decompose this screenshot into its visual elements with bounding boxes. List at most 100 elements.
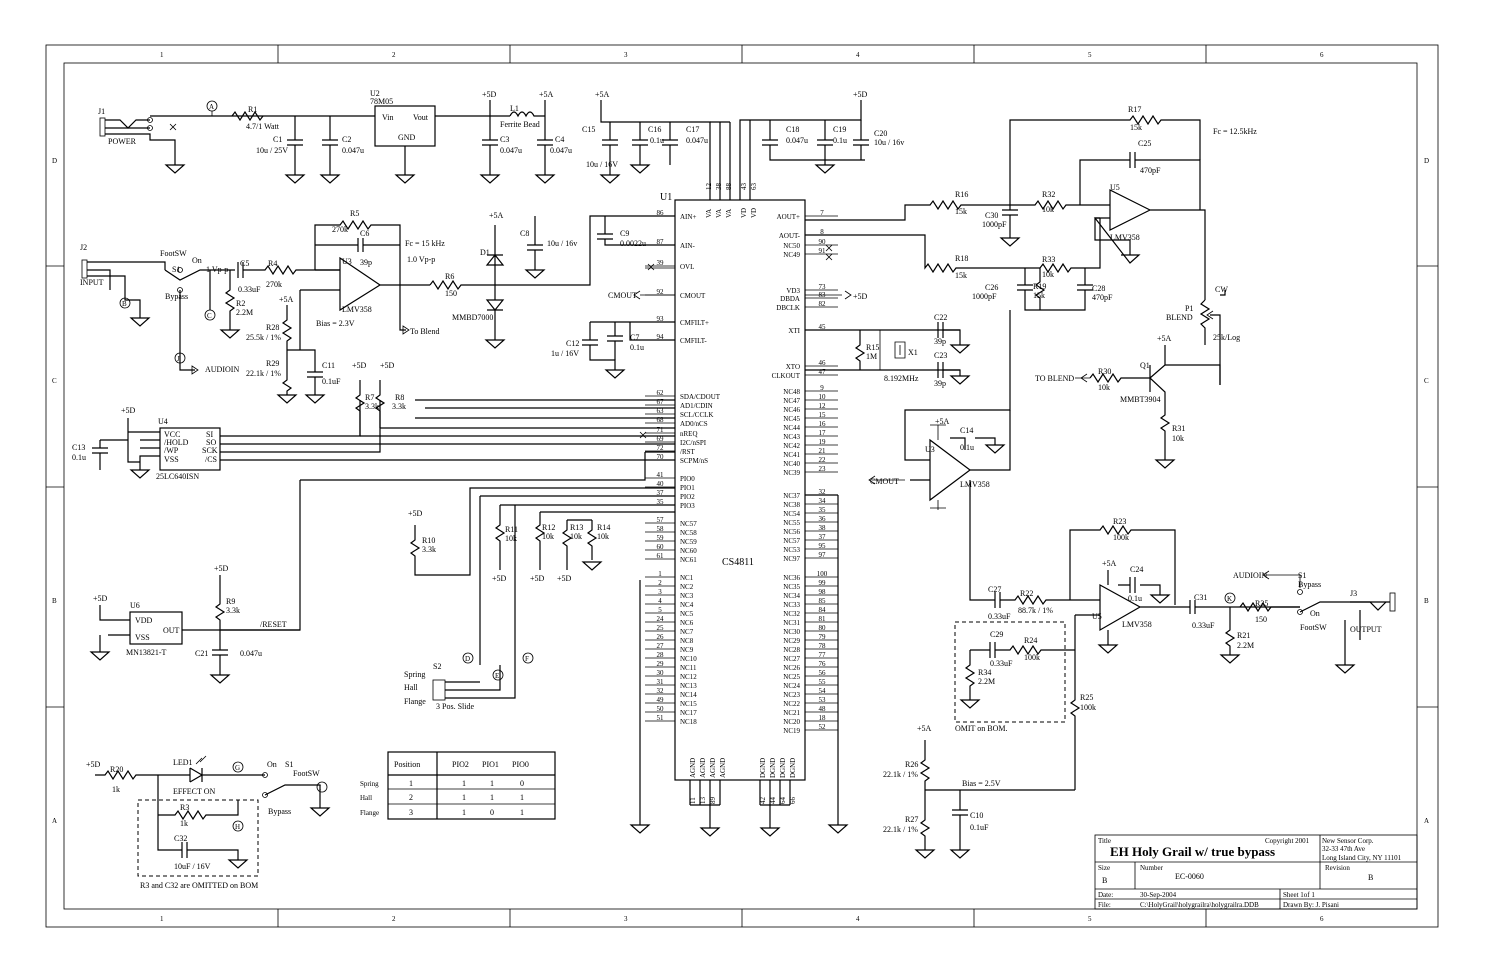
u1-left-pin-name: NC3 [680,592,694,600]
p5d-label: +5D [853,292,868,301]
u1-right-pin-name: NC33 [783,601,800,609]
u2-value: 78M05 [370,97,393,106]
row-label-right: B [1424,597,1429,605]
l1-value: Ferrite Bead [500,120,540,129]
u6-out: OUT [163,626,180,635]
u1-left-pin-number: 26 [657,633,665,641]
u1-left-pin-number: 4 [658,597,662,605]
u1-left-pin-number: 59 [657,534,665,542]
u1-left-pin-name: SDA/CDOUT [680,393,721,401]
u1-left-pin-name: NC57 [680,520,697,528]
u1-right-pin-number: 91 [819,247,827,255]
u1-ref: U1 [660,192,672,203]
power-label: POWER [108,137,137,146]
r3-ref: R3 [180,803,189,812]
u1-top-pin-name: VD [750,208,758,218]
u1-left-pin-name: AD1/CDIN [680,402,713,410]
u1-left-pin-number: 93 [657,315,665,323]
c31-ref: C31 [1194,593,1207,602]
c9-value: 0.0022u [620,239,646,248]
u1-left-pin-name: /RST [680,448,696,456]
u1-right-pin-number: 17 [819,429,827,437]
c12-ref: C12 [566,339,579,348]
p5d-label: +5D [380,361,395,370]
c18-ref: C18 [786,125,799,134]
s2-ref: S2 [433,662,441,671]
company: New Sensor Corp. [1322,837,1374,845]
u1-right-pin-number: 46 [819,359,827,367]
on-label: On [192,256,202,265]
u1-left-pin-number: 92 [657,288,665,296]
slide-label: 3 Pos. Slide [436,702,474,711]
input-label: INPUT [80,278,104,287]
s1-ref: S1 [172,265,180,274]
r17-value: 15k [1130,123,1142,132]
u1-left-pin-name: NC8 [680,637,694,645]
u1-bottom-pin-number: 42 [759,797,767,805]
c23-value: 39p [934,379,946,388]
output-section [805,480,1396,859]
date-value: 30-Sep-2004 [1140,891,1177,899]
u1-right-pin-number: 16 [819,420,827,428]
c26-ref: C26 [985,283,998,292]
c14-value: 0.1u [960,443,974,452]
col-label-top: 6 [1320,51,1324,59]
u1-right-pin-stubs [805,215,838,731]
c16-ref: C16 [648,125,661,134]
u1-right-pin-name: NC53 [783,546,800,554]
u1-right-pin-number: 15 [819,411,827,419]
r22-value: 88.7k / 1% [1018,606,1053,615]
j3-ref: J3 [1350,589,1357,598]
u1-left-pin-name: nREQ [680,430,698,438]
u1-left-pin-number: 1 [658,570,662,578]
u1-top-pin-number: 12 [705,183,713,191]
u1-right-pin-name: NC28 [783,646,800,654]
c6-ref: C6 [360,229,369,238]
u1-left-pin-name: NC9 [680,646,694,654]
u1-right-pin-name: NC48 [783,388,800,396]
u1-right-pin-number: 48 [819,705,827,713]
u1-right-pin-number: 83 [819,291,827,299]
border-column-labels: 1 2 3 4 5 6 1 2 3 4 5 6 D C B A D C B A [52,51,1429,923]
u1-left-pin-name: NC2 [680,583,694,591]
u1-right-pin-number: 82 [819,300,827,308]
u1-right-pin-number: 73 [819,283,827,291]
output-label: OUTPUT [1350,625,1382,634]
r8-value: 3.3k [392,402,406,411]
u1-right-pin-number: 22 [819,456,827,464]
u1-right-pin-number: 52 [819,723,827,731]
u1-bottom-pin-name: DGND [789,758,797,778]
col-label-bottom: 5 [1088,915,1092,923]
bypass-label: Bypass [165,292,188,301]
u1-right-pin-number: 76 [819,660,827,668]
u1-right-pin-number: 79 [819,633,827,641]
u1-right-pin-number: 23 [819,465,827,473]
u1-right-pin-number: 36 [819,515,827,523]
u1-bottom-pin-name: AGND [699,758,707,778]
table-header: PIO2 [452,760,469,769]
p5d-label: +5D [93,594,108,603]
u1-top-pin-number: 43 [740,183,748,191]
u1-right-pin-number: 80 [819,624,827,632]
u1-left-pin-name: NC61 [680,556,697,564]
u1-left-pin-number: 37 [657,489,665,497]
c2-ref: C2 [342,135,351,144]
c31-value: 0.33uF [1192,621,1215,630]
c30-value: 1000pF [982,220,1007,229]
cmout-label: CMOUT [870,477,899,486]
c2-value: 0.047u [342,146,364,155]
u1-bottom-pin-name: DGND [759,758,767,778]
u1-left-pin-number: 35 [657,498,665,506]
p5d-label: +5D [492,574,507,583]
bypass-label: Bypass [1298,580,1321,589]
u1-right-pin-number: 54 [819,687,827,695]
hall-label: Hall [404,683,419,692]
r29-value: 22.1k / 1% [246,369,281,378]
c20-value: 10u / 16v [874,138,904,147]
u1-left-pin-name: NC7 [680,628,694,636]
u1-left-pin-name: NC4 [680,601,694,609]
omit2-label: R3 and C32 are OMITTED on BOM [140,881,258,890]
u1-right-pin-name: NC54 [783,510,800,518]
r13-value: 10k [570,532,582,541]
u1-left-pin-number: 87 [657,238,665,246]
